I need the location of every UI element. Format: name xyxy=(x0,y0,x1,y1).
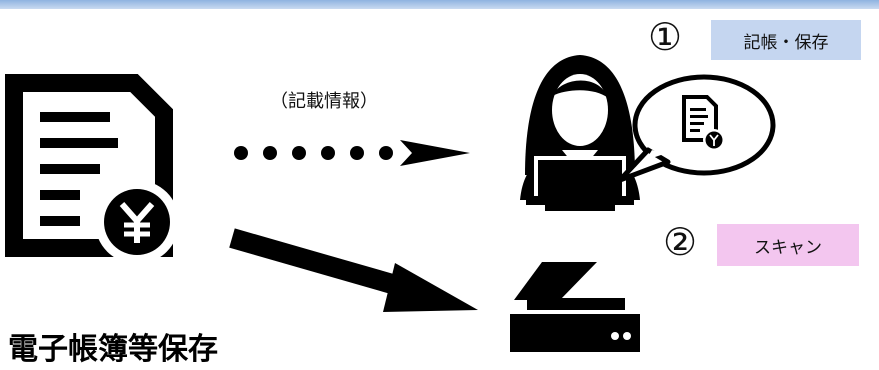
step-2-label: スキャン xyxy=(717,224,859,266)
dotted-arrow xyxy=(234,140,470,166)
receipt-yen-icon xyxy=(682,95,725,151)
scanner-icon xyxy=(510,262,640,352)
step-1-number: ① xyxy=(648,15,683,59)
footer-title: 電子帳簿等保存 xyxy=(8,332,218,367)
speech-bubble xyxy=(617,74,776,183)
person-at-laptop-icon xyxy=(520,55,640,211)
step-2-number: ② xyxy=(663,220,698,264)
receipt-yen-icon xyxy=(5,74,179,264)
step-1-label: 記帳・保存 xyxy=(711,20,861,60)
solid-arrow xyxy=(229,228,478,312)
arrow-caption: （記載情報） xyxy=(270,91,378,112)
flow-diagram xyxy=(5,55,776,352)
top-accent-rule xyxy=(0,0,879,9)
